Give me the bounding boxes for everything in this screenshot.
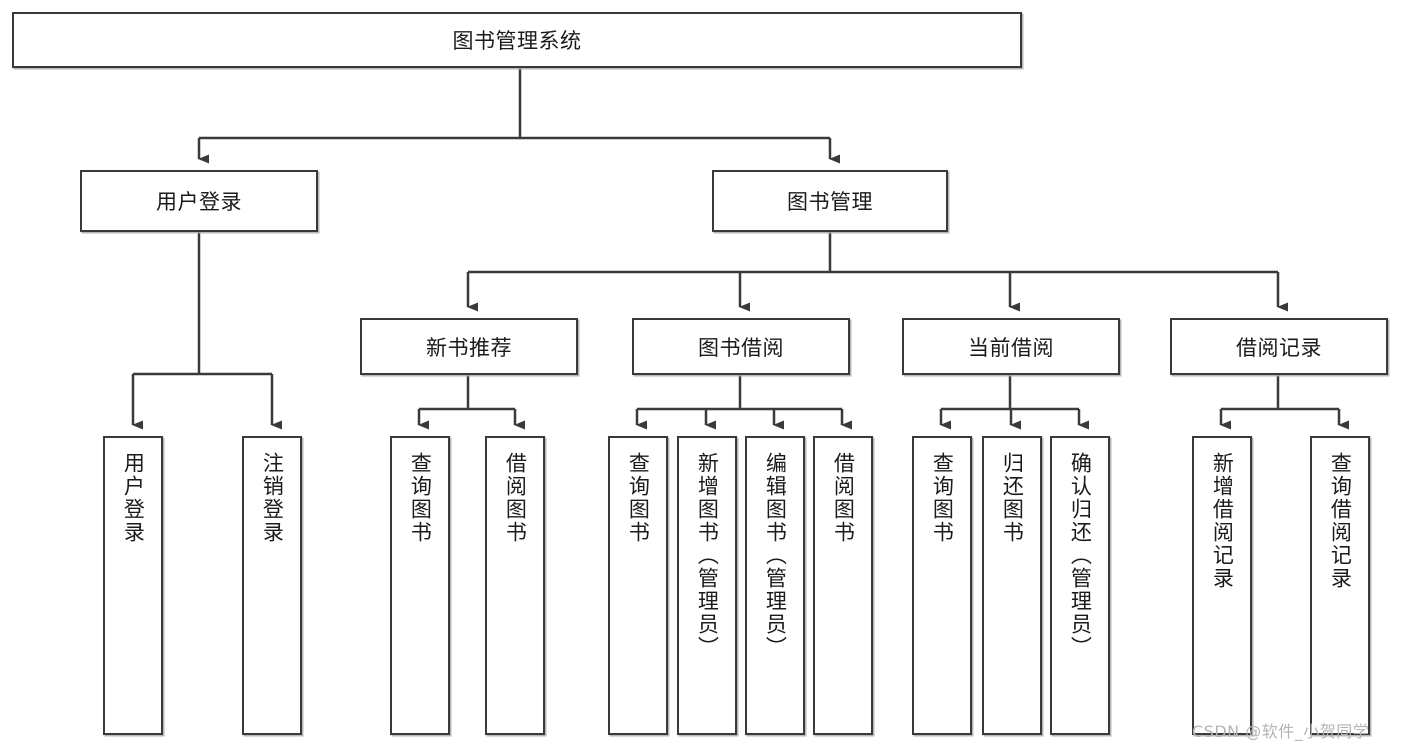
node-label-vertical: 新增图书（管理员） (695, 452, 720, 659)
node-leaf-borrow-book-2[interactable]: 借阅图书 (813, 436, 873, 735)
node-label: 用户登录 (156, 190, 242, 214)
node-user-login[interactable]: 用户登录 (80, 170, 318, 232)
node-label-vertical: 归还图书 (1000, 452, 1025, 544)
node-label-vertical: 编辑图书（管理员） (763, 452, 788, 659)
node-label-vertical: 借阅图书 (503, 452, 528, 544)
node-leaf-query-book-1[interactable]: 查询图书 (390, 436, 450, 735)
node-leaf-add-book[interactable]: 新增图书（管理员） (677, 436, 737, 735)
node-leaf-add-record[interactable]: 新增借阅记录 (1192, 436, 1252, 735)
node-label: 新书推荐 (426, 335, 512, 360)
node-label: 当前借阅 (968, 335, 1054, 360)
node-leaf-return-book[interactable]: 归还图书 (982, 436, 1042, 735)
node-leaf-query-book-2[interactable]: 查询图书 (608, 436, 668, 735)
node-label-vertical: 新增借阅记录 (1210, 452, 1235, 590)
node-leaf-query-record[interactable]: 查询借阅记录 (1310, 436, 1370, 735)
node-current-borrow[interactable]: 当前借阅 (902, 318, 1120, 375)
node-leaf-user-logout[interactable]: 注销登录 (242, 436, 302, 735)
node-label-vertical: 查询借阅记录 (1328, 452, 1353, 590)
node-label: 图书管理 (787, 190, 873, 214)
node-label-vertical: 确认归还（管理员） (1068, 452, 1093, 659)
node-label-vertical: 查询图书 (930, 452, 955, 544)
node-borrow-record[interactable]: 借阅记录 (1170, 318, 1388, 375)
node-leaf-edit-book[interactable]: 编辑图书（管理员） (745, 436, 805, 735)
node-new-book-rec[interactable]: 新书推荐 (360, 318, 578, 375)
node-label-vertical: 注销登录 (260, 452, 285, 544)
node-label-vertical: 借阅图书 (831, 452, 856, 544)
node-label-vertical: 查询图书 (408, 452, 433, 544)
node-leaf-confirm-return[interactable]: 确认归还（管理员） (1050, 436, 1110, 735)
node-leaf-borrow-book-1[interactable]: 借阅图书 (485, 436, 545, 735)
node-label: 图书管理系统 (452, 29, 582, 53)
node-leaf-query-book-3[interactable]: 查询图书 (912, 436, 972, 735)
node-book-borrow[interactable]: 图书借阅 (632, 318, 850, 375)
node-book-manage[interactable]: 图书管理 (712, 170, 948, 232)
connector-lines (131, 68, 1349, 430)
node-label: 图书借阅 (698, 335, 784, 360)
node-leaf-user-login[interactable]: 用户登录 (103, 436, 163, 735)
node-label-vertical: 用户登录 (121, 452, 146, 544)
node-root-book-management-system[interactable]: 图书管理系统 (12, 12, 1022, 68)
node-label-vertical: 查询图书 (626, 452, 651, 544)
node-label: 借阅记录 (1236, 335, 1322, 360)
